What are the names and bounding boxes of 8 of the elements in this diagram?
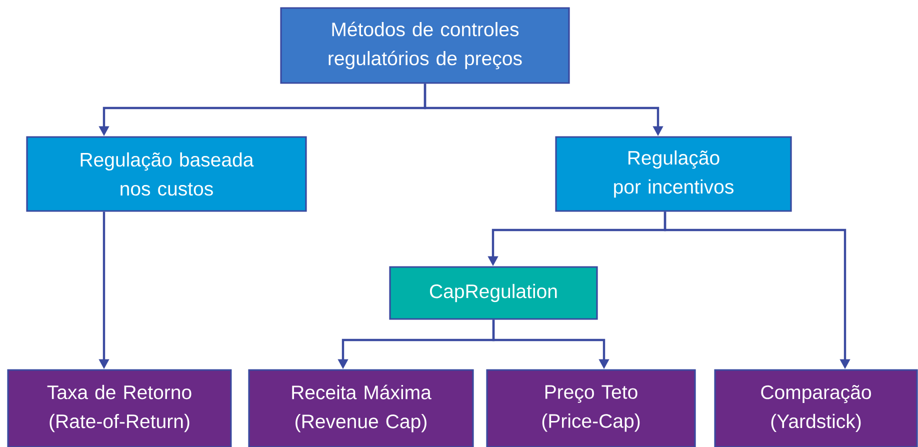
category-box: CapRegulation: [389, 266, 598, 320]
category-box: Regulação baseada nos custos: [26, 136, 307, 212]
category-box: Receita Máxima (Revenue Cap): [248, 369, 474, 447]
category-box: Comparação (Yardstick): [714, 369, 918, 447]
category-box: Taxa de Retorno (Rate-of-Return): [7, 369, 232, 447]
category-box: Regulação por incentivos: [555, 136, 792, 212]
category-box: Métodos de controles regulatórios de preços: [280, 7, 570, 84]
category-box: Preço Teto (Price-Cap): [486, 369, 696, 447]
